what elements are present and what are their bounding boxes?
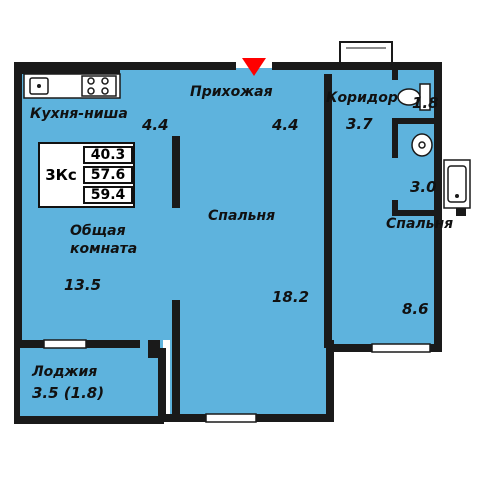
bathroom-area: 3.0 [410,178,437,196]
window-bedroom-small [371,343,431,353]
toilet-icon [397,83,431,111]
stove-icon [81,75,117,97]
window-loggia [43,339,87,349]
hallway-label: Прихожая [190,84,273,100]
living-room-label: Общая комната [70,223,138,257]
sink-icon [29,77,49,95]
bathtub-icon [443,159,471,216]
bedroom-small-label: Спальня [386,216,454,232]
living-room-area: 13.5 [64,276,102,294]
window-bedroom-main [205,413,257,423]
bedroom-main-floor-lower [170,300,327,418]
toilet-area: 1.8 [412,94,439,112]
loggia-floor [18,340,163,418]
bedroom-main-label: Спальня [208,208,276,224]
bedroom-small-floor-lower [332,300,438,348]
apartment-type: 3Кс [45,166,77,184]
loggia-area: 3.5 (1.8) [32,384,105,402]
washbasin-icon [411,133,433,157]
living-area-value: 40.3 [83,146,133,164]
hallway-area: 4.4 [272,116,299,134]
apartment-info-badge: 3Кс 40.3 57.6 59.4 [38,142,135,208]
walls [14,62,442,424]
balcony-top [339,41,393,65]
total-area-value: 57.6 [83,166,133,184]
kitchen-area: 4.4 [142,116,169,134]
kitchen-counter [23,73,121,99]
entrance-arrow-icon [242,58,266,76]
bedroom-main-area: 18.2 [272,288,310,306]
corridor-area: 3.7 [346,115,373,133]
bedroom-small-area: 8.6 [402,300,429,318]
kitchen-label: Кухня-ниша [30,106,128,122]
loggia-label: Лоджия [32,364,98,380]
corridor-label: Коридор [326,90,398,106]
windows [43,339,431,423]
total-area-with-loggia-value: 59.4 [83,186,133,204]
